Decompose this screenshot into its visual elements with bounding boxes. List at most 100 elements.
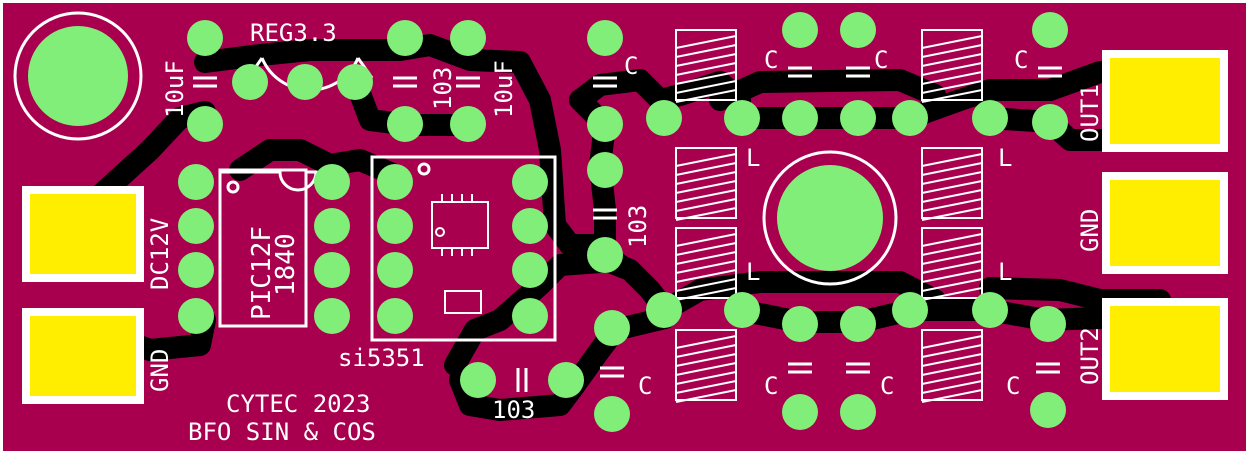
pad-12: [178, 298, 214, 334]
pad-49: [840, 394, 876, 430]
pad-18: [377, 208, 413, 244]
label-inductor-3: L: [998, 258, 1012, 286]
label-cap-103-top: 103: [429, 67, 457, 110]
mcu-pin1-dot: [226, 180, 240, 194]
pad-20: [377, 298, 413, 334]
synth-module-outline: [370, 155, 557, 342]
label-cap-c-2: C: [874, 46, 888, 74]
trace-mcu-bridge: [229, 139, 406, 186]
pad-13: [314, 164, 350, 200]
pad-23: [512, 252, 548, 288]
cap-symbol-1: [393, 76, 417, 88]
pad-50: [1030, 392, 1066, 428]
inductor-0: [675, 29, 737, 103]
trace-top-filter-left: [569, 69, 751, 136]
pad-46: [594, 310, 630, 346]
pad-48: [782, 394, 818, 430]
pad-44: [972, 292, 1008, 328]
pad-gnd-left-gold: [30, 316, 136, 396]
label-cap-c-7: C: [1006, 372, 1020, 400]
pad-7: [450, 20, 486, 56]
cap-symbol-11: [1036, 362, 1060, 374]
pad-15: [314, 252, 350, 288]
label-mcu-line1: PIC12F: [247, 226, 277, 320]
pad-45: [1030, 306, 1066, 342]
pad-21: [512, 164, 548, 200]
inductor-1: [675, 147, 737, 221]
pad-0: [187, 20, 223, 56]
label-inductor-1: L: [746, 258, 760, 286]
pad-layer: [178, 12, 1068, 432]
label-cap-10uf-right: 10uF: [490, 60, 518, 118]
pad-34: [782, 12, 818, 48]
pad-35: [840, 12, 876, 48]
inductor-outlines: [675, 29, 983, 403]
pad-27: [587, 152, 623, 188]
label-credit-line1: CYTEC 2023: [226, 390, 371, 418]
label-out2: OUT2: [1076, 327, 1104, 385]
inductor-6: [921, 227, 983, 301]
pad-52: [548, 362, 584, 398]
cap-symbol-10: [846, 362, 870, 374]
mounting-hole-center: [777, 165, 883, 271]
pad-43: [892, 292, 928, 328]
pad-30: [724, 100, 760, 136]
label-cap-c-5: C: [764, 372, 778, 400]
mounting-hole-left: [28, 26, 128, 126]
pad-37: [1032, 12, 1068, 48]
pad-42: [840, 306, 876, 342]
label-cap-c-3: C: [1014, 46, 1028, 74]
pad-11: [178, 252, 214, 288]
pad-5: [387, 20, 423, 56]
mounting-hole-left-ring: [13, 11, 143, 141]
pad-33: [892, 100, 928, 136]
label-cap-c-4: C: [638, 372, 652, 400]
pad-25: [587, 20, 623, 56]
label-synth: si5351: [338, 344, 425, 372]
pad-51: [460, 362, 496, 398]
label-mcu-line2: 1840: [271, 233, 301, 296]
pad-dc12v-gold: [30, 194, 136, 274]
label-cap-c-0: C: [624, 52, 638, 80]
pad-36: [972, 100, 1008, 136]
pad-38: [1032, 104, 1068, 140]
pad-10: [178, 208, 214, 244]
cap-symbol-3: [593, 76, 617, 88]
pad-6: [387, 106, 423, 142]
label-inductor-2: L: [998, 144, 1012, 172]
synth-chip-dot: [435, 227, 445, 237]
label-dc12v: DC12V: [146, 218, 174, 290]
pad-3: [287, 64, 323, 100]
label-inductor-0: L: [746, 144, 760, 172]
pad-47: [594, 396, 630, 432]
label-cap-10uf-left: 10uF: [161, 60, 189, 118]
pad-4: [337, 64, 373, 100]
trace-bottom-filter-mid: [729, 299, 921, 333]
pad-17: [377, 164, 413, 200]
synth-pin1-dot: [417, 162, 431, 176]
cap-symbol-7: [593, 208, 617, 220]
pad-29: [646, 100, 682, 136]
pad-40: [724, 292, 760, 328]
inductor-4: [921, 29, 983, 103]
pad-39: [646, 292, 682, 328]
inductor-7: [921, 329, 983, 403]
pad-16: [314, 298, 350, 334]
pad-out2-gold: [1110, 306, 1220, 392]
cap-symbol-12: [516, 368, 528, 392]
synth-chip-leads: [441, 194, 473, 256]
capacitor-symbols: [193, 66, 1062, 392]
pad-1: [187, 106, 223, 142]
pad-9: [178, 164, 214, 200]
edge-pads: [22, 50, 1228, 404]
cap-symbol-4: [788, 66, 812, 78]
pad-41: [782, 306, 818, 342]
pad-22: [512, 208, 548, 244]
cap-symbol-2: [456, 76, 480, 88]
label-cap-c-1: C: [764, 46, 778, 74]
cap-symbol-9: [788, 362, 812, 374]
inductor-3: [675, 329, 737, 403]
pad-28: [587, 237, 623, 273]
